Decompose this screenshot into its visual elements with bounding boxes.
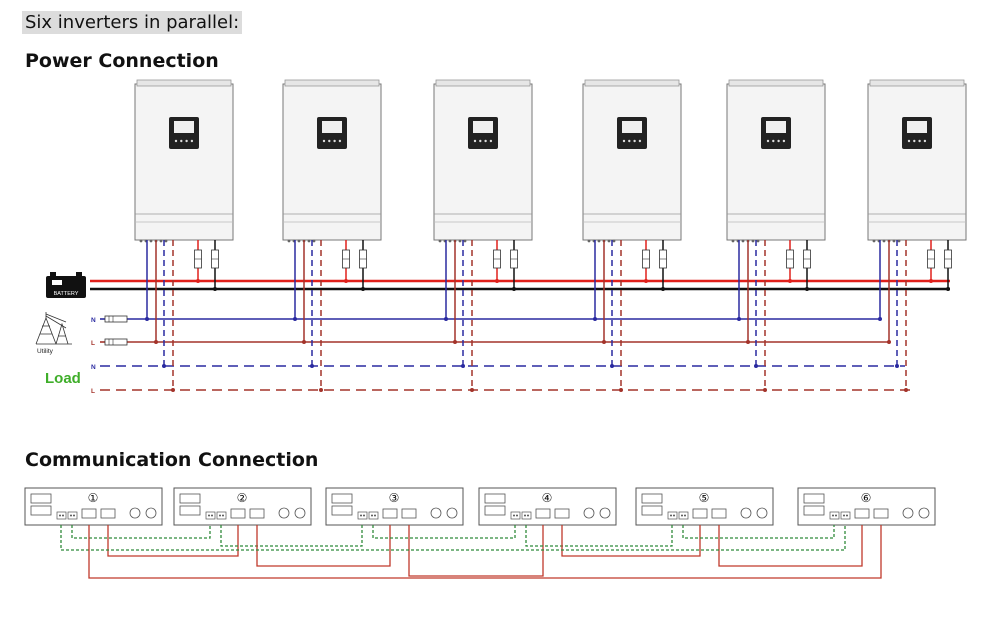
parallel-comm-link	[718, 525, 863, 567]
parallel-comm-loop	[88, 525, 882, 579]
current-share-loop	[60, 525, 846, 551]
communication-units: ① ② ③ ④ ⑤ ⑥	[24, 487, 936, 526]
current-share-link	[372, 525, 516, 539]
inverter-group	[134, 79, 967, 243]
battery-icon: BATTERY	[46, 272, 86, 298]
inverter-unit	[867, 79, 967, 243]
utility-breaker-l	[104, 338, 128, 346]
inverter-unit	[282, 79, 382, 243]
comm-unit: ⑥	[797, 487, 936, 526]
parallel-comm-link	[561, 525, 701, 557]
power-connection-title: Power Connection	[25, 50, 219, 72]
communication-connection-title: Communication Connection	[25, 449, 319, 471]
inverter-drops	[737, 240, 811, 392]
comm-unit-number: ①	[88, 491, 99, 505]
comm-unit-number: ④	[542, 491, 553, 505]
comm-unit-number: ⑤	[699, 491, 710, 505]
current-share-link	[682, 525, 835, 539]
inverter-unit	[433, 79, 533, 243]
utility-icon	[35, 312, 72, 345]
parallel-comm-link	[256, 525, 391, 567]
parallel-comm-link	[107, 525, 239, 557]
comm-unit: ①	[24, 487, 163, 526]
current-share-link	[220, 525, 363, 547]
battery-label: BATTERY	[54, 291, 79, 297]
load-l-label: L	[91, 388, 95, 395]
current-share-link	[525, 525, 673, 547]
page-title: Six inverters in parallel:	[22, 11, 243, 34]
utility-l-label: L	[91, 340, 95, 347]
comm-unit: ④	[478, 487, 617, 526]
communication-wiring	[60, 525, 882, 579]
current-share-link	[71, 525, 211, 539]
load-n-label: N	[91, 364, 96, 371]
inverter-drops	[593, 240, 667, 392]
utility-n-label: N	[91, 317, 96, 324]
inverter-unit	[726, 79, 826, 243]
comm-unit: ②	[173, 487, 312, 526]
inverter-drops	[293, 240, 367, 392]
comm-unit-number: ③	[389, 491, 400, 505]
comm-unit-number: ②	[237, 491, 248, 505]
inverter-drops	[878, 240, 952, 392]
load-label: Load	[45, 370, 81, 387]
comm-unit: ③	[325, 487, 464, 526]
inverter-unit	[582, 79, 682, 243]
inverter-drops	[145, 240, 219, 392]
utility-label: Utility	[37, 348, 54, 355]
inverter-drops	[444, 240, 518, 392]
comm-unit: ⑤	[635, 487, 774, 526]
comm-unit-number: ⑥	[861, 491, 872, 505]
power-wiring	[90, 240, 952, 392]
utility-breaker-n	[104, 315, 128, 323]
inverter-unit	[134, 79, 234, 243]
